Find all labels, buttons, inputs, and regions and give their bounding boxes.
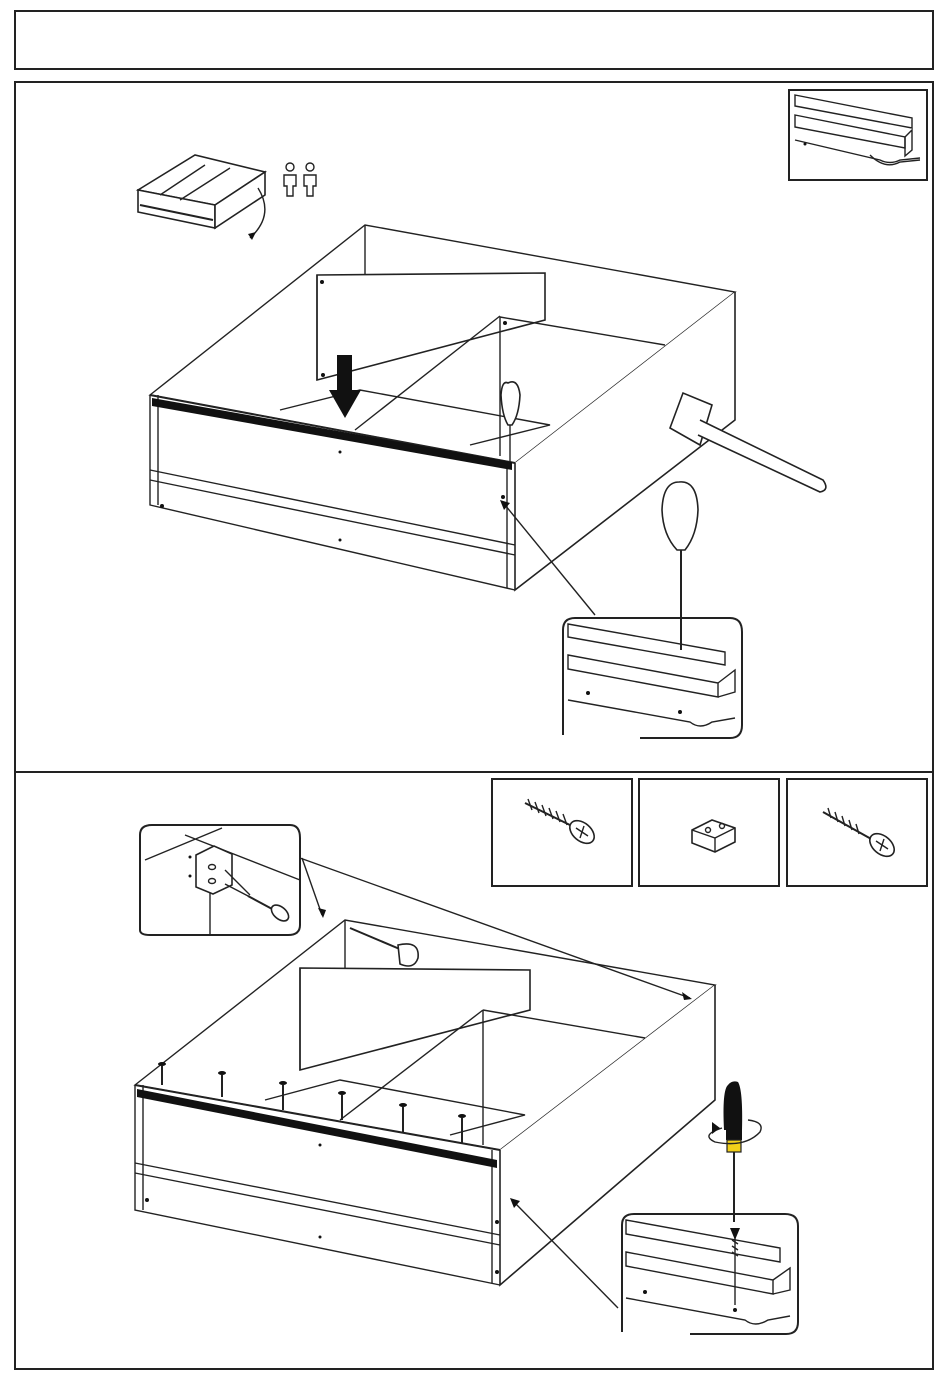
rail-groove-detail — [789, 90, 927, 180]
flip-drawer-icon — [138, 155, 265, 240]
two-person-icon — [284, 163, 316, 196]
drawer-body-step1 — [150, 225, 735, 590]
step-2-panel — [14, 771, 934, 1370]
